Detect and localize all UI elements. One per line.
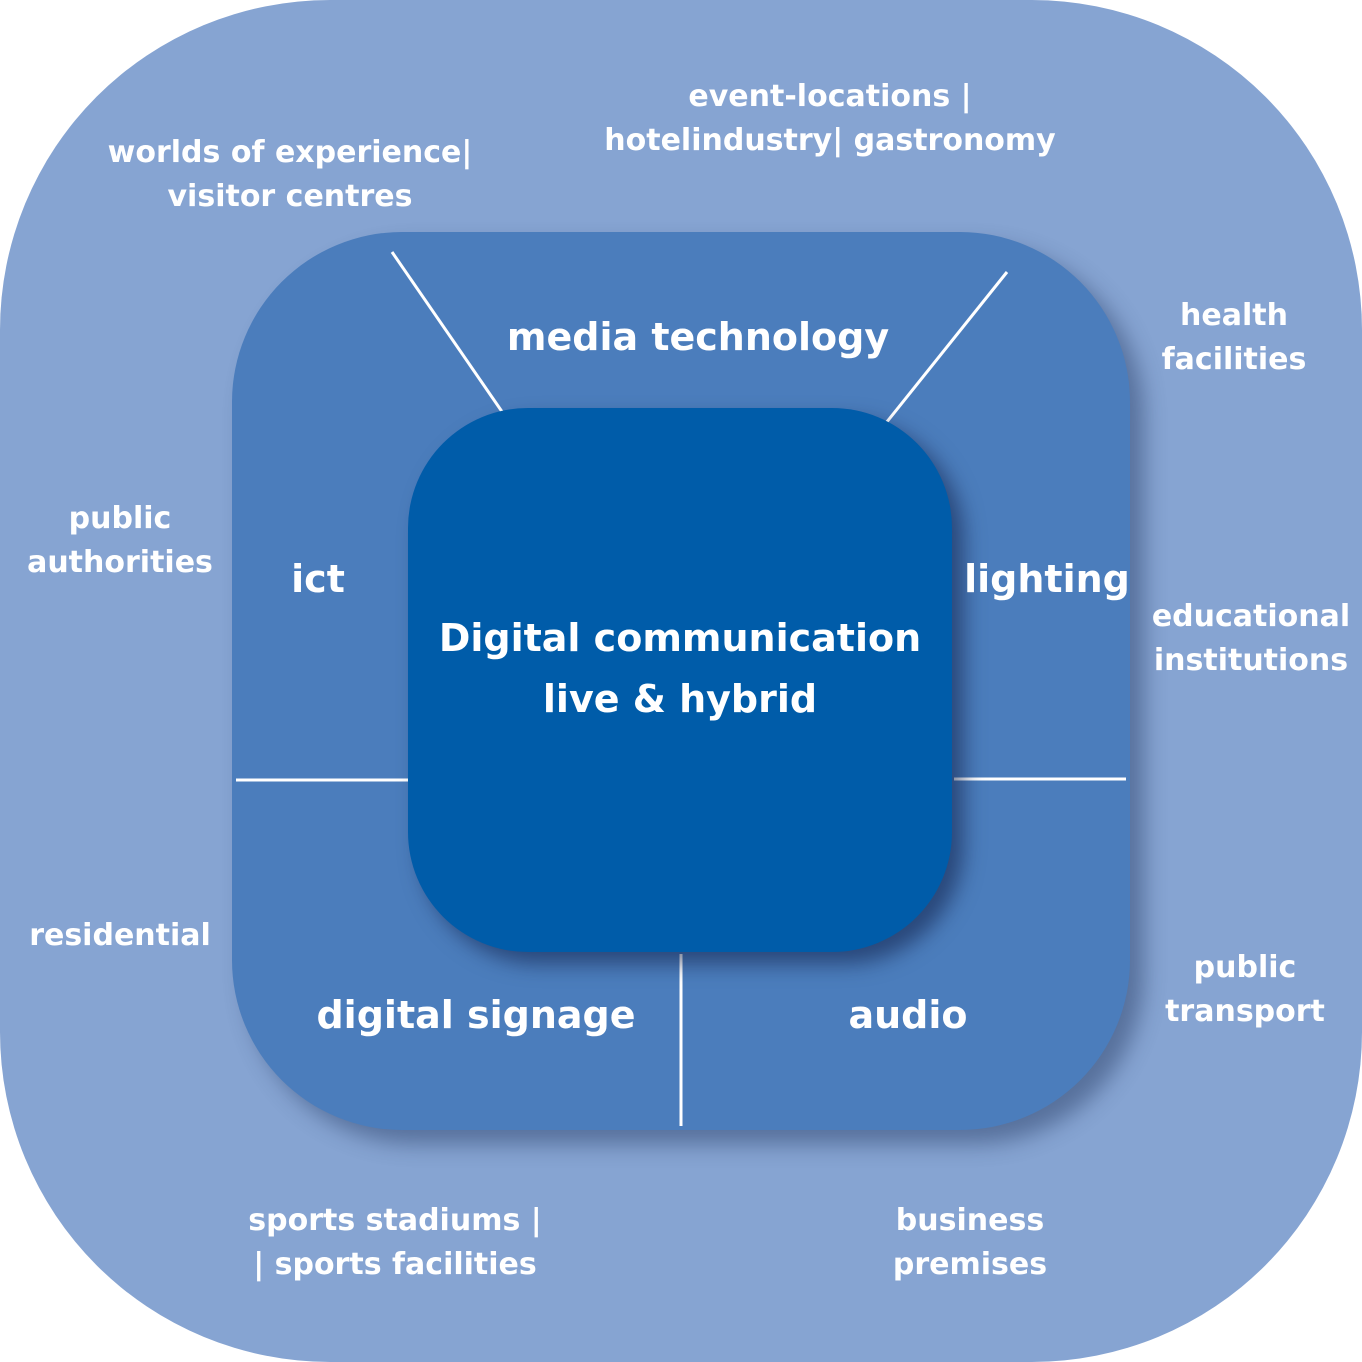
sector-line: facilities	[1161, 341, 1307, 377]
sector-public-authorities: public authorities	[20, 497, 220, 584]
sector-line: hotelindustry| gastronomy	[604, 122, 1056, 158]
segment-lighting: lighting	[964, 557, 1130, 601]
sector-residential: residential	[20, 914, 220, 958]
sector-line: transport	[1165, 993, 1325, 1029]
sector-line: worlds of experience|	[107, 135, 473, 170]
sector-line: public	[68, 501, 172, 536]
sector-worlds-of-experience: worlds of experience| visitor centres	[90, 131, 490, 218]
segment-media-technology: media technology	[506, 315, 890, 359]
sector-health-facilities: health facilities	[1144, 294, 1324, 381]
core-title: Digital communication live & hybrid	[408, 608, 952, 730]
sector-public-transport: public transport	[1150, 946, 1340, 1033]
core-square	[408, 408, 952, 952]
sector-line: institutions	[1153, 642, 1349, 678]
segment-ict: ict	[291, 557, 345, 601]
sector-sports-stadiums: sports stadiums | | sports facilities	[220, 1199, 570, 1286]
sector-line: health	[1180, 298, 1288, 333]
sector-line: event-locations |	[688, 79, 972, 114]
sector-educational-institutions: educational institutions	[1146, 595, 1356, 682]
sector-line: sports stadiums |	[248, 1203, 542, 1238]
sector-line: educational	[1151, 599, 1351, 634]
sector-line: residential	[29, 918, 211, 953]
sector-line: business	[895, 1203, 1045, 1238]
sector-line: premises	[892, 1246, 1048, 1282]
segment-audio: audio	[848, 993, 968, 1037]
core-title-line-1: Digital communication	[438, 616, 922, 660]
sector-line: visitor centres	[167, 178, 413, 214]
segment-digital-signage: digital signage	[316, 993, 636, 1037]
sector-line: authorities	[27, 544, 213, 580]
sector-line: | sports facilities	[253, 1246, 537, 1282]
sector-business-premises: business premises	[870, 1199, 1070, 1286]
sector-line: public	[1193, 950, 1297, 985]
core-title-line-2: live & hybrid	[542, 676, 818, 721]
sector-event-locations: event-locations | hotelindustry| gastron…	[580, 75, 1080, 162]
